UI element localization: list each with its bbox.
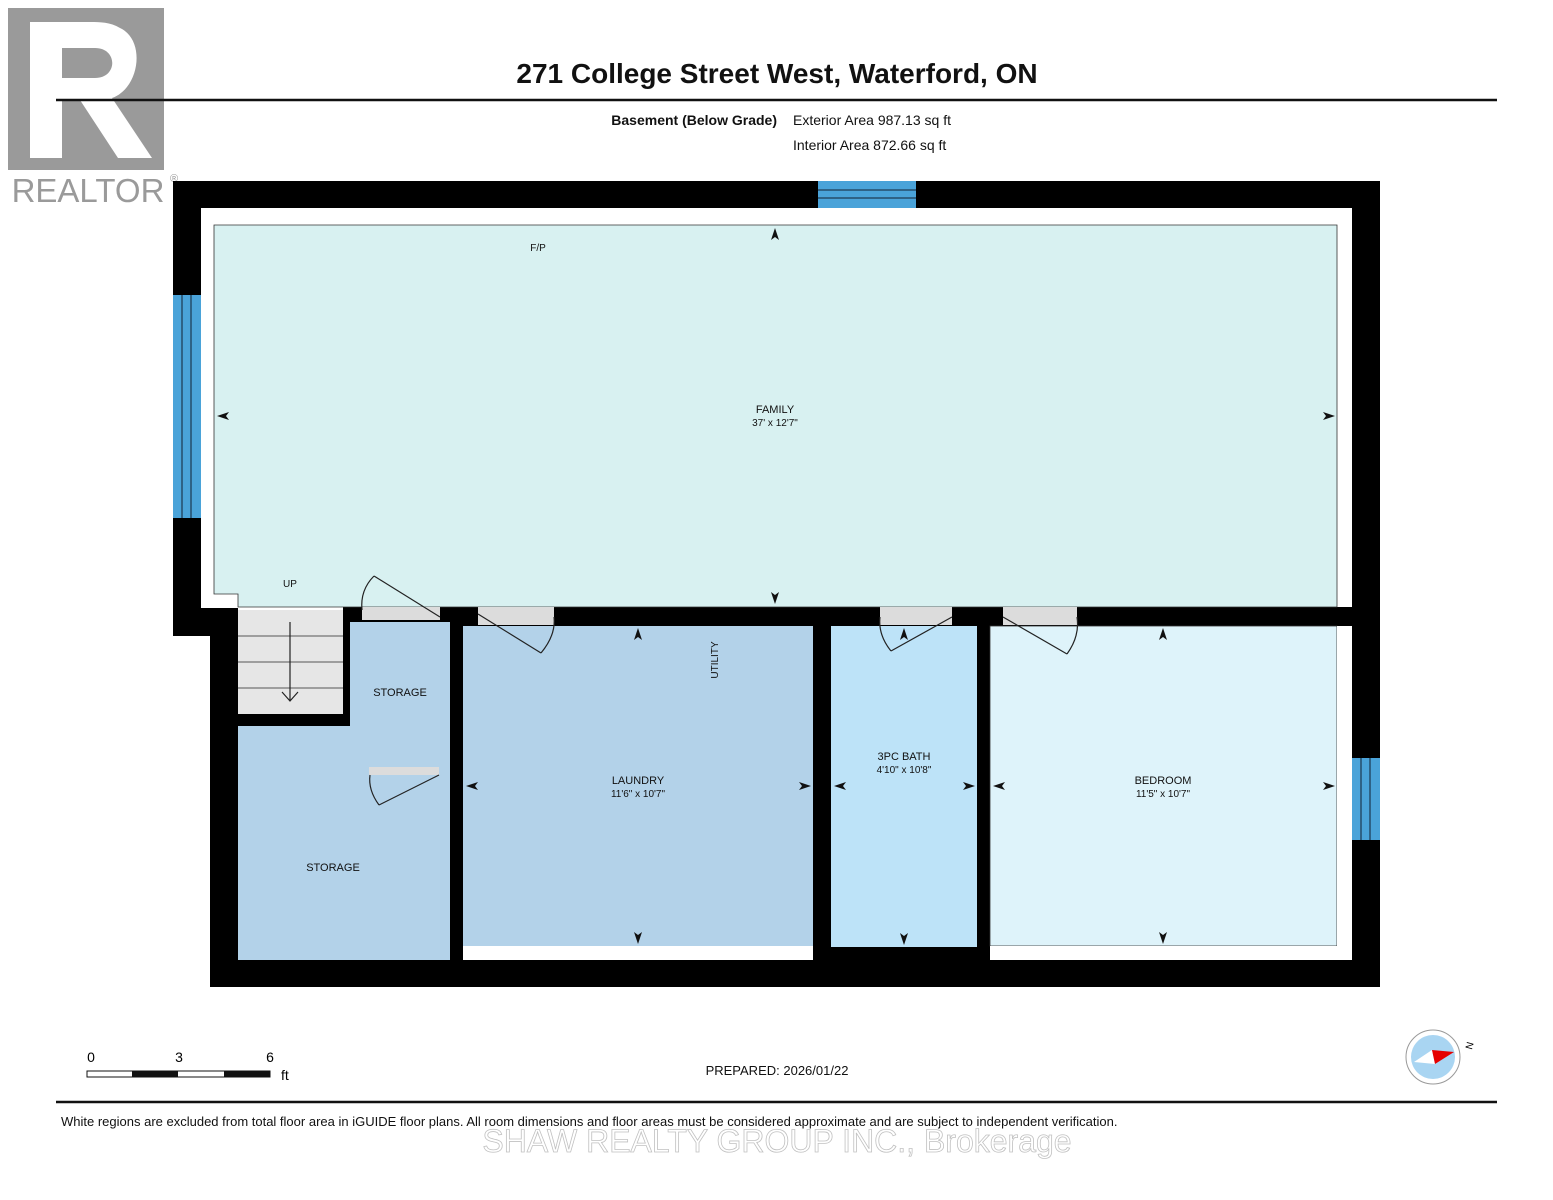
room-family[interactable] bbox=[213, 224, 1338, 608]
doors bbox=[361, 575, 1079, 806]
room-laundry[interactable] bbox=[463, 626, 813, 946]
room-3pc-bath[interactable] bbox=[831, 626, 977, 947]
registered-mark: ® bbox=[170, 173, 178, 185]
stairs[interactable] bbox=[238, 610, 343, 714]
laundry-dims: 11'6" x 10'7" bbox=[611, 789, 666, 800]
room-storage-large[interactable] bbox=[238, 726, 450, 960]
scale-tick-3: 3 bbox=[175, 1049, 183, 1065]
laundry-label: LAUNDRY bbox=[612, 775, 665, 787]
scale-unit: ft bbox=[281, 1067, 289, 1083]
compass-north-label: N bbox=[1464, 1041, 1476, 1051]
disclaimer: White regions are excluded from total fl… bbox=[61, 1114, 1117, 1129]
dimension-arrows bbox=[217, 228, 1335, 945]
stairs-up-label: UP bbox=[283, 579, 297, 590]
fireplace-label: F/P bbox=[530, 243, 546, 254]
family-dims: 37' x 12'7" bbox=[752, 418, 798, 429]
scale-tick-6: 6 bbox=[266, 1049, 274, 1065]
stairs-down-arrow-icon bbox=[281, 691, 299, 702]
bath-dims: 4'10" x 10'8" bbox=[877, 765, 932, 776]
storage-small-label: STORAGE bbox=[373, 687, 427, 699]
compass-icon: N bbox=[1405, 1029, 1477, 1085]
realtor-logo-text: REALTOR bbox=[12, 172, 165, 209]
interior-area: Interior Area 872.66 sq ft bbox=[793, 137, 946, 153]
bedroom-dims: 11'5" x 10'7" bbox=[1136, 789, 1191, 800]
scale-bar: 0 3 6 ft bbox=[86, 1049, 289, 1083]
level-label: Basement (Below Grade) bbox=[611, 112, 777, 128]
page-title: 271 College Street West, Waterford, ON bbox=[516, 58, 1037, 89]
bedroom-label: BEDROOM bbox=[1135, 775, 1192, 787]
utility-label: UTILITY bbox=[710, 641, 721, 679]
family-label: FAMILY bbox=[756, 404, 795, 416]
storage-large-label: STORAGE bbox=[306, 862, 360, 874]
brokerage-watermark: SHAW REALTY GROUP INC., Brokerage bbox=[482, 1123, 1071, 1159]
windows bbox=[173, 181, 1380, 840]
prepared-date: PREPARED: 2026/01/22 bbox=[706, 1063, 849, 1078]
scale-tick-0: 0 bbox=[87, 1049, 95, 1065]
bath-label: 3PC BATH bbox=[878, 751, 931, 763]
exterior-area: Exterior Area 987.13 sq ft bbox=[793, 112, 951, 128]
realtor-logo: REALTOR ® bbox=[8, 8, 178, 209]
